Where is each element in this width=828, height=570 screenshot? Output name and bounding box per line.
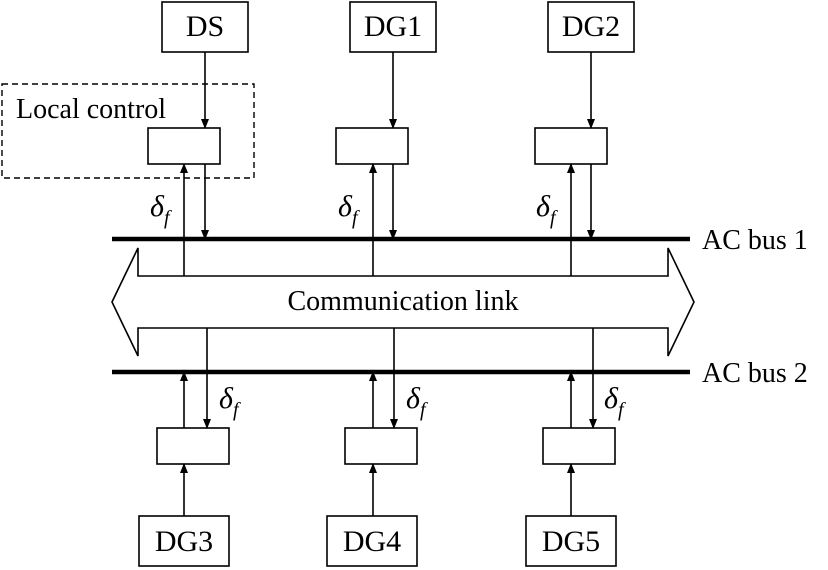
source-dg2: DG2 [547, 1, 635, 53]
source-dg5-label: DG5 [542, 525, 600, 558]
source-dg4-label: DG4 [343, 525, 401, 558]
source-dg1: DG1 [349, 1, 437, 53]
signal-label-ds: δf [150, 190, 172, 229]
controller-dg5 [542, 427, 616, 465]
local-control-frame [1, 83, 255, 179]
source-dg2-label: DG2 [562, 10, 620, 43]
controller-dg1 [335, 127, 409, 165]
signal-label-dg2: δf [536, 190, 558, 229]
source-ds-label: DS [186, 10, 224, 43]
source-dg1-label: DG1 [364, 10, 422, 43]
source-dg4: DG4 [326, 515, 418, 567]
ac-bus-1-label: AC bus 1 [702, 225, 808, 256]
communication-link-arrow [111, 247, 695, 357]
communication-link-label: Communication link [288, 286, 519, 317]
controller-dg4 [344, 427, 418, 465]
signal-label-dg3: δf [219, 382, 241, 421]
controller-dg3 [156, 427, 230, 465]
controller-ds [147, 127, 221, 165]
ac-bus-2-label: AC bus 2 [702, 358, 808, 389]
signal-label-dg1: δf [338, 190, 360, 229]
source-dg3-label: DG3 [155, 525, 213, 558]
source-ds: DS [161, 1, 249, 53]
source-dg5: DG5 [525, 515, 617, 567]
source-dg3: DG3 [138, 515, 230, 567]
signal-label-dg4: δf [406, 382, 428, 421]
signal-label-dg5: δf [604, 382, 626, 421]
controller-dg2 [534, 127, 608, 165]
local-control-label: Local control [16, 94, 166, 125]
